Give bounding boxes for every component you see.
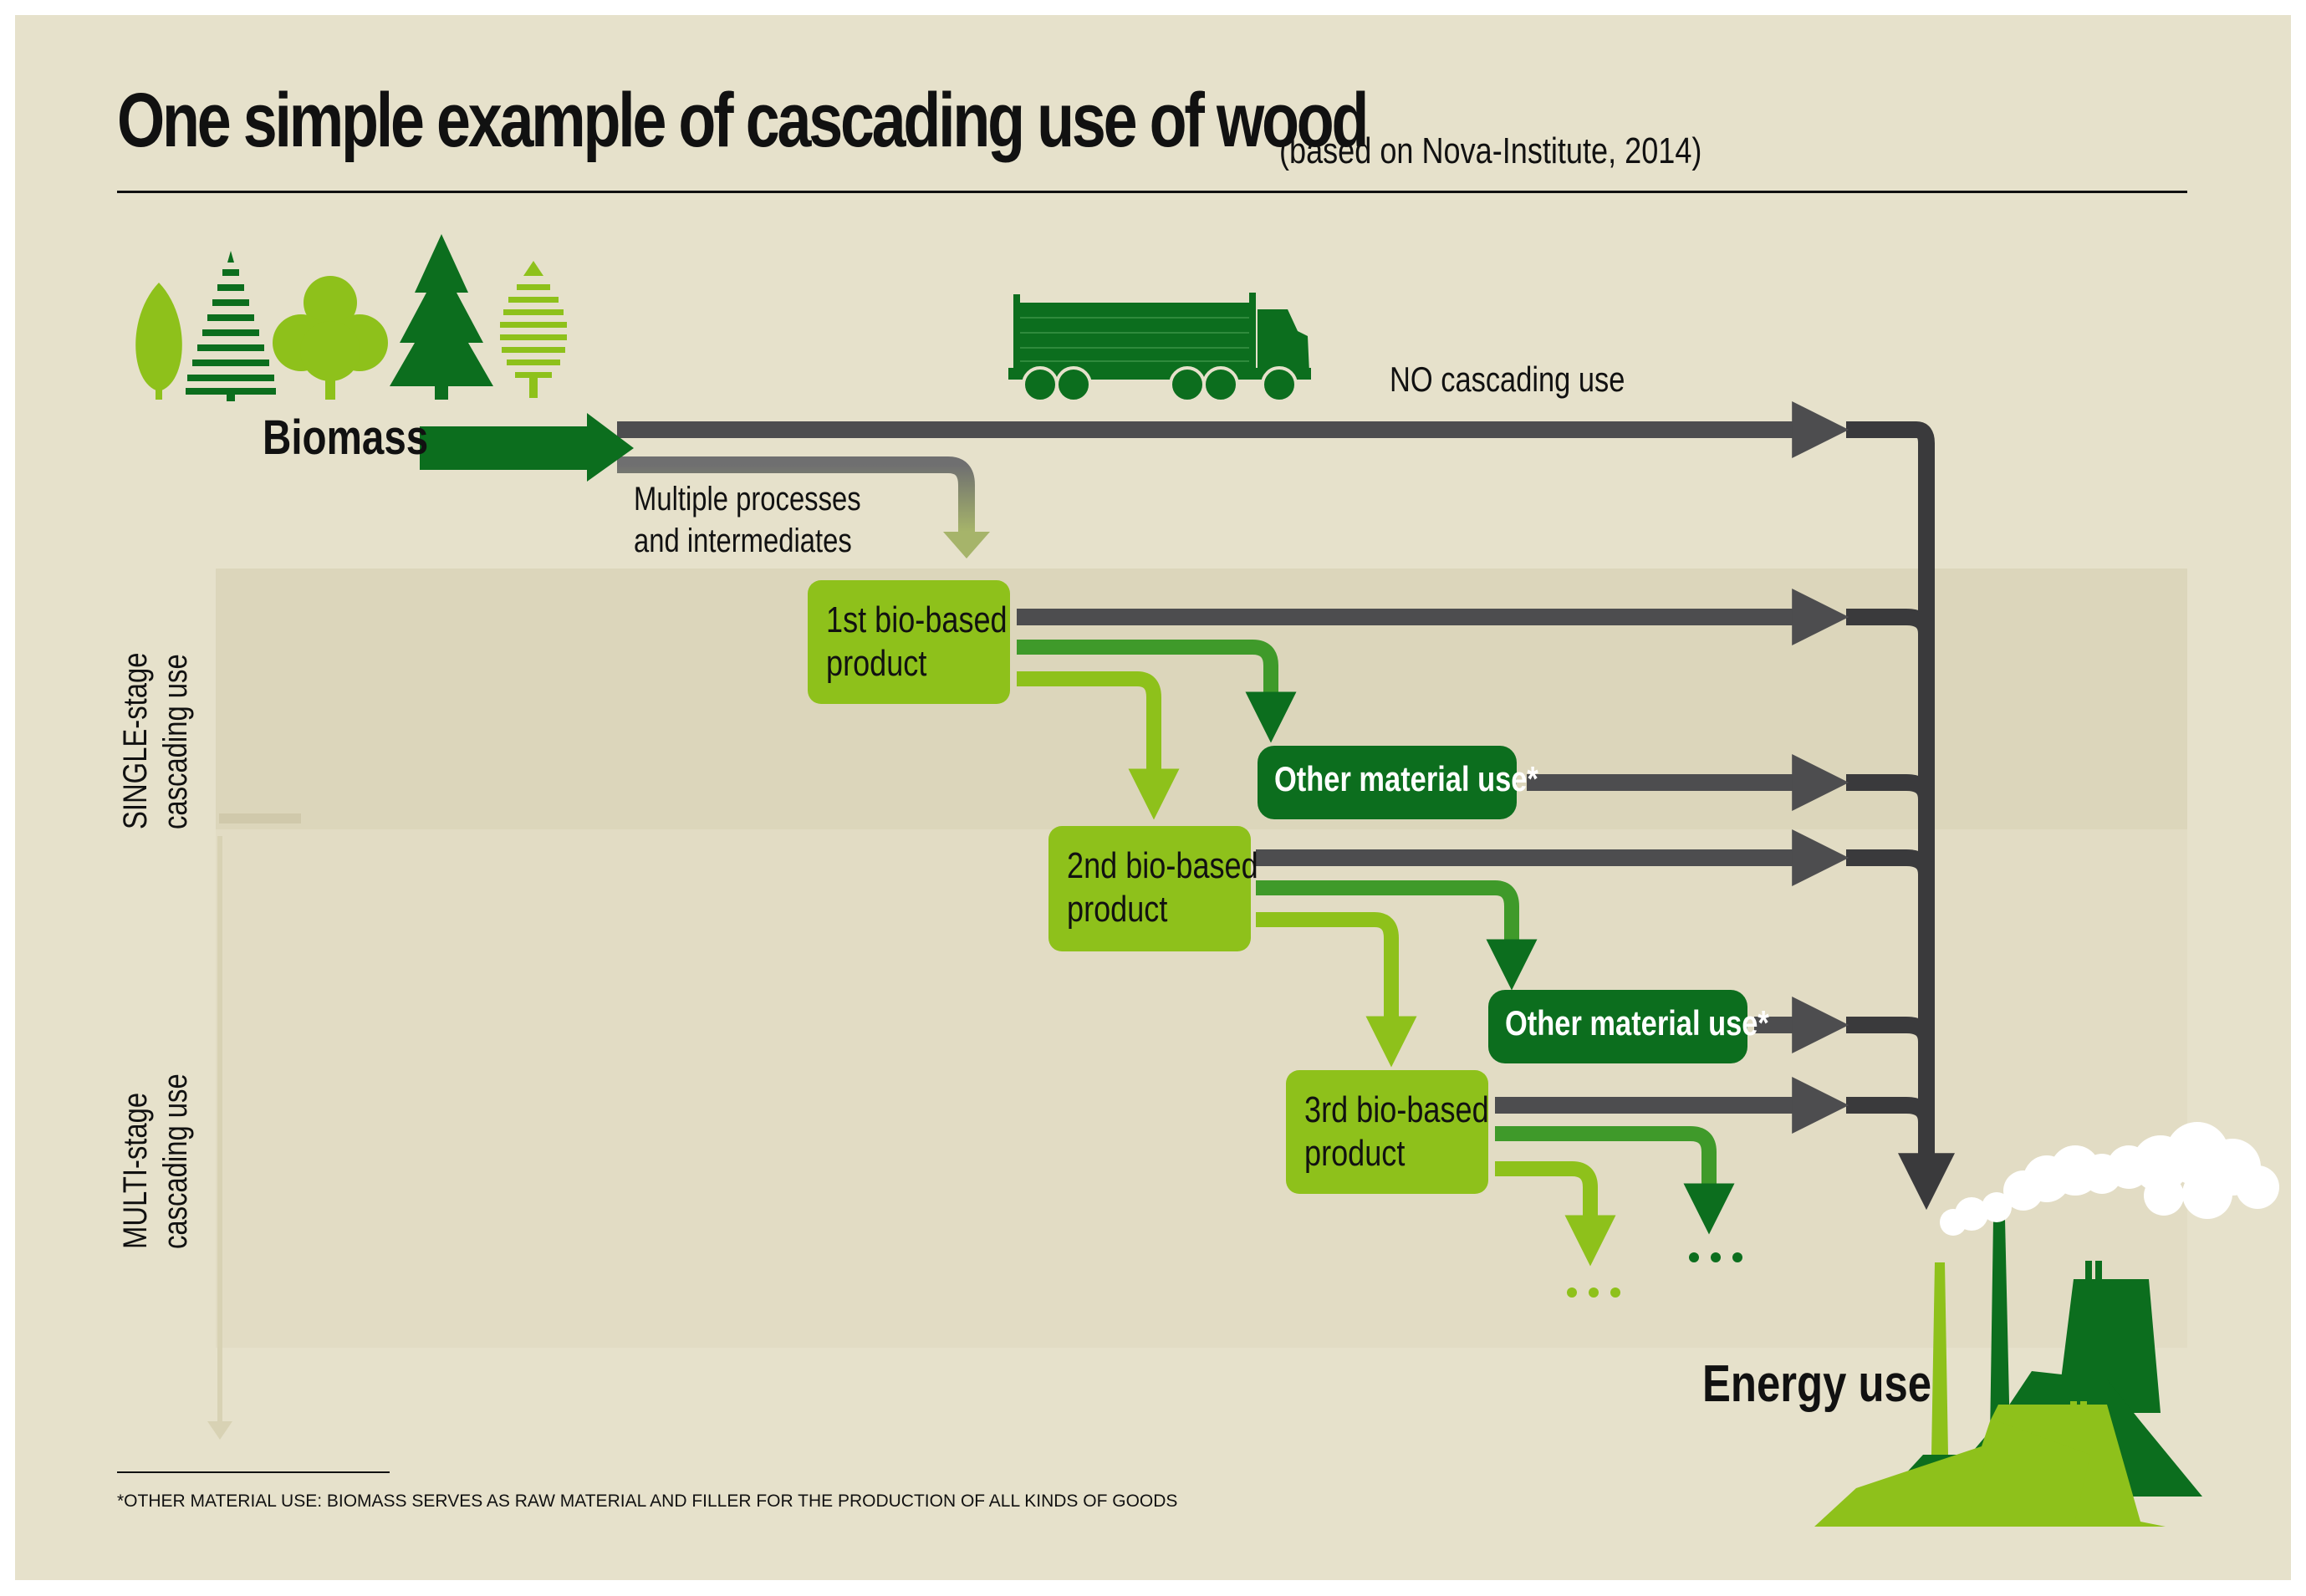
other-material-box-1: Other material use* [1258,746,1538,819]
product-2-line2: product [1067,889,1168,930]
product-3-line1: 3rd bio-based [1304,1089,1489,1130]
no-cascading-label: NO cascading use [1390,359,1625,399]
footnote-rule [117,1471,390,1473]
truck-icon [1008,293,1311,403]
single-stage-line1: SINGLE-stage [117,652,154,829]
single-stage-line2: cascading use [157,654,194,829]
page-subtitle: (based on Nova-Institute, 2014) [1279,130,1702,171]
ellipsis-dots [1567,1252,1742,1298]
product-3-line2: product [1304,1133,1406,1174]
product-box-2: 2nd bio-based product [1048,826,1258,951]
processes-label: Multiple processes and intermediates [634,478,861,562]
biomass-label: Biomass [263,410,429,465]
product-to-energy-arrows [1017,588,1849,1135]
to-other-material-arrows [1017,640,1735,1235]
to-next-product-arrows [1017,671,1616,1267]
band-divider-tick [219,813,301,823]
factory-icon [1814,1219,2202,1527]
smoke-clouds-icon [1940,1122,2279,1236]
processes-label-line1: Multiple processes [634,481,861,518]
product-1-line1: 1st bio-based [826,599,1008,640]
multi-stage-line2: cascading use [157,1073,194,1249]
energy-collector-line [1846,421,1956,1211]
other-material-2-label: Other material use* [1505,1003,1769,1043]
product-2-line1: 2nd bio-based [1067,845,1258,886]
multi-stage-label: MULTI-stage cascading use [115,906,196,1249]
processes-arrow-head [943,532,990,558]
stage-axis-arrow [207,836,232,1440]
processes-arrow [617,456,975,532]
dark-fir-icon [390,234,493,400]
page-title: One simple example of cascading use of w… [117,78,1369,163]
single-stage-label: SINGLE-stage cascading use [115,487,196,829]
title-rule [117,191,2187,193]
product-box-3: 3rd bio-based product [1286,1070,1489,1194]
light-leaf-tree-icon [135,283,182,400]
other-material-box-2: Other material use* [1488,990,1769,1063]
tree-icons [135,234,567,401]
biomass-arrow [420,413,634,482]
multi-stage-line1: MULTI-stage [117,1092,154,1249]
footnote: *OTHER MATERIAL USE: BIOMASS SERVES AS R… [117,1491,1178,1511]
other-material-1-label: Other material use* [1274,759,1538,798]
product-1-line2: product [826,643,927,684]
processes-label-line2: and intermediates [634,523,852,559]
striped-leaf-tree-icon [500,261,567,398]
product-box-1: 1st bio-based product [808,580,1010,704]
energy-use-label: Energy use [1702,1355,1932,1413]
striped-pine-icon [186,251,276,401]
round-tree-icon [273,276,388,400]
